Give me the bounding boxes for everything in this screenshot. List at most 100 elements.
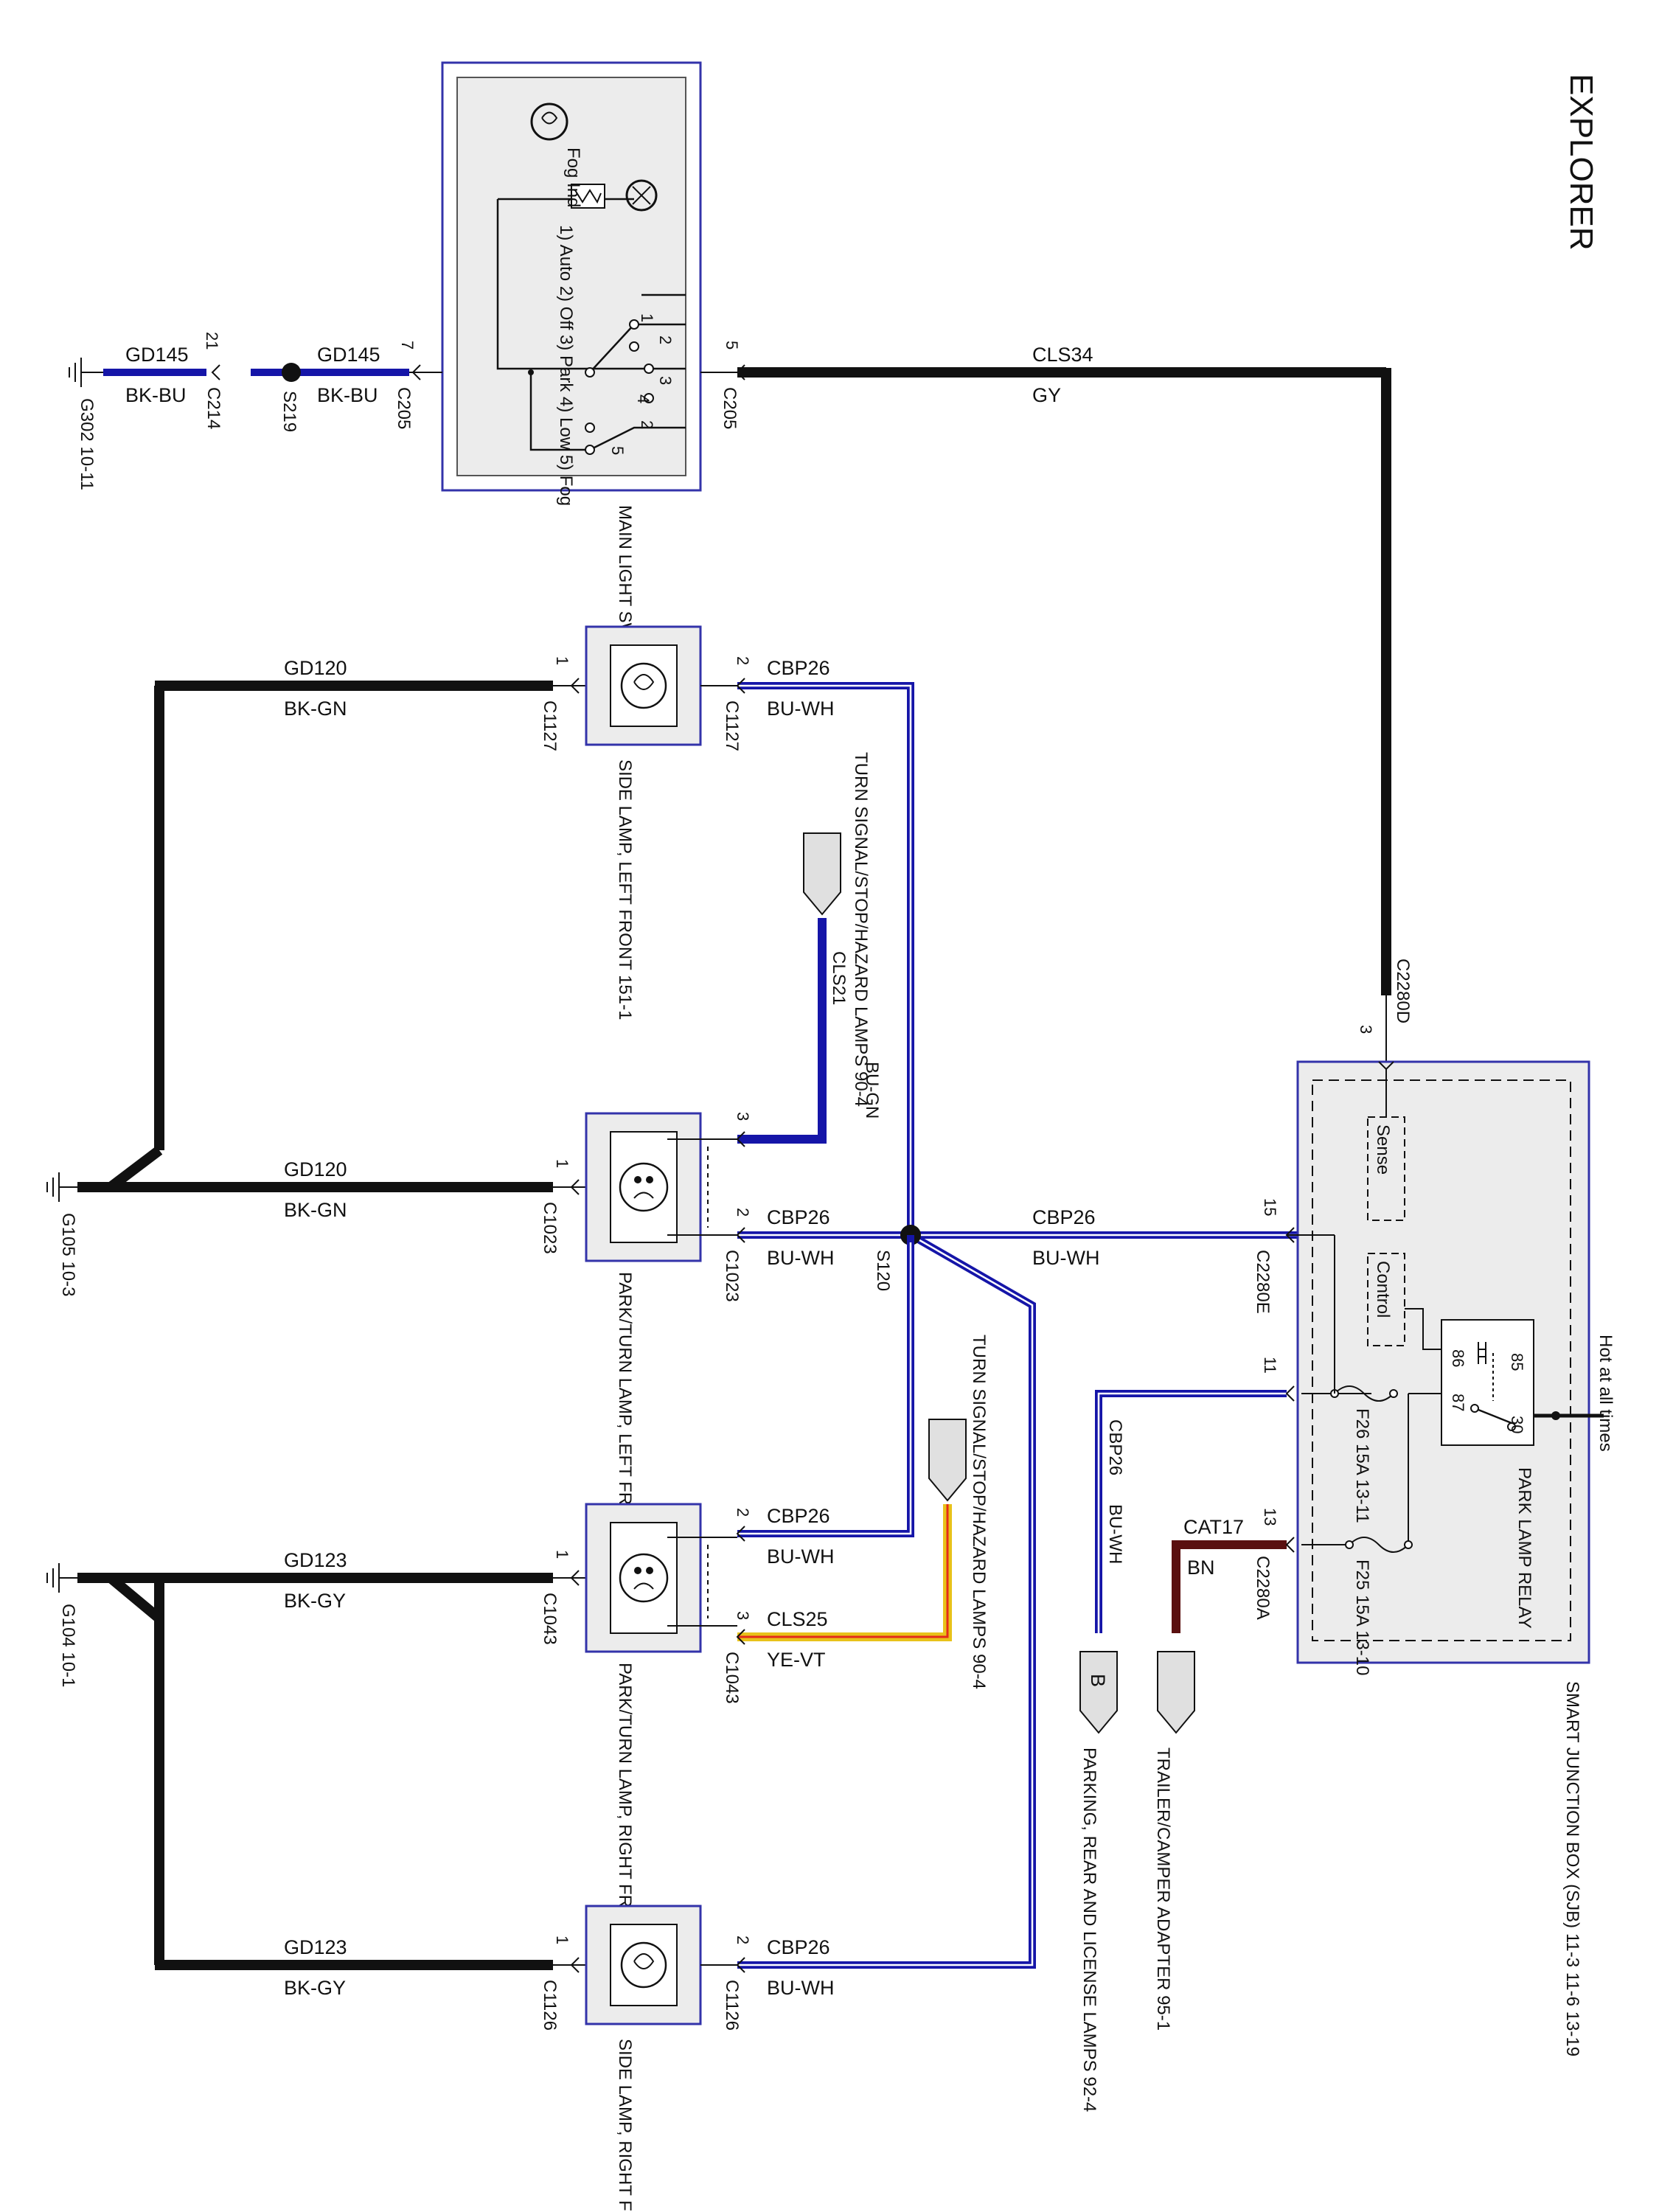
splice-s219 — [282, 363, 301, 382]
c214-pin: 21 — [203, 332, 221, 349]
park-turn-right-gnd-wire: GD123 — [284, 1549, 347, 1571]
top-row-wiring: G302 10-11 GD145 BK-BU 21 C214 S219 GD14… — [69, 332, 1391, 1069]
c205b-label: C205 — [720, 387, 740, 429]
ground-g105-icon — [46, 1172, 77, 1202]
park-turn-right-pin1: 1 — [553, 1550, 571, 1559]
smart-junction-box: Sense Control 85 86 87 30 PARK LAMP RELA… — [1253, 959, 1615, 2056]
trailer-adapter: CAT17 BN TRAILER/CAMPER ADAPTER 95-1 — [1153, 1516, 1287, 2031]
relay-86: 86 — [1449, 1349, 1467, 1367]
parking-rear-color: BU-WH — [1105, 1504, 1125, 1564]
parking-rear-name: PARKING, REAR AND LICENSE LAMPS 92-4 — [1079, 1747, 1099, 2112]
ground-g105-label: G105 10-3 — [58, 1213, 78, 1296]
trailer-color: BN — [1187, 1557, 1215, 1579]
relay-87: 87 — [1449, 1394, 1467, 1411]
side-lamp-left-pin1: 1 — [553, 656, 571, 665]
side-lamp-right-sig-wire: CBP26 — [767, 1936, 830, 1958]
park-turn-right-conn2: C1043 — [722, 1652, 742, 1704]
ground-g302-label: G302 10-11 — [77, 398, 97, 490]
ground-g104-label: G104 10-1 — [58, 1604, 78, 1687]
side-lamp-right-bulb-icon — [620, 1941, 667, 1989]
trailer-name: TRAILER/CAMPER ADAPTER 95-1 — [1153, 1747, 1173, 2031]
park-turn-left-gnd-wire: GD120 — [284, 1158, 347, 1180]
trailer-wire: CAT17 — [1183, 1516, 1244, 1538]
fuse-f25-label: F25 15A 13-10 — [1352, 1559, 1372, 1675]
connector-marks — [211, 364, 1394, 1973]
park-turn-left-pin1: 1 — [553, 1159, 571, 1168]
fuse-f26-label: F26 15A 13-11 — [1352, 1408, 1372, 1523]
c2280d-pin: 3 — [1357, 1025, 1375, 1034]
relay-name: PARK LAMP RELAY — [1514, 1467, 1534, 1629]
turn-signal-top: TURN SIGNAL/STOP/HAZARD LAMPS 90-4 CLS21… — [737, 752, 882, 1144]
side-lamp-left-sig-color: BU-WH — [767, 698, 834, 720]
switch-inner-box — [456, 77, 686, 476]
park-turn-left-conn1: C1023 — [540, 1202, 560, 1254]
c205a-label: C205 — [394, 387, 414, 429]
side-lamp-left-gnd-wire: GD120 — [284, 657, 347, 679]
side-lamp-left-bulb-icon — [620, 662, 667, 709]
park-turn-left-gnd-color: BK-GN — [284, 1199, 347, 1221]
turn-signal-top-color: BU-GN — [862, 1062, 882, 1119]
side-lamp-right-name: SIDE LAMP, RIGHT FRONT 151-1 — [615, 2039, 635, 2212]
sjb-control: Control — [1373, 1261, 1393, 1318]
side-lamp-right-pin2: 2 — [734, 1935, 752, 1944]
side-lamp-right-conn2: C1126 — [722, 1980, 742, 2031]
fog-indicator-icon — [571, 179, 658, 212]
sjb-wire-cbp26: CBP26 — [1032, 1206, 1096, 1228]
park-turn-left-sig-color: BU-WH — [767, 1247, 834, 1269]
switch-contact-2b: 2 — [638, 420, 656, 429]
wire-gd145-left-color: BK-BU — [125, 384, 187, 406]
side-lamp-left-conn1: C1127 — [540, 700, 560, 751]
turn-signal-top-name: TURN SIGNAL/STOP/HAZARD LAMPS 90-4 — [851, 752, 871, 1107]
relay-85: 85 — [1508, 1353, 1526, 1371]
relay-coil-icon — [1470, 1342, 1516, 1431]
turn-signal-top-wire: CLS21 — [829, 951, 849, 1005]
ground-g302-icon — [69, 358, 103, 387]
c214-label: C214 — [204, 387, 223, 429]
c205b-pin: 5 — [723, 341, 741, 349]
side-lamp-left-pin2: 2 — [734, 656, 752, 665]
side-lamp-right: GD123 BK-GY 1 C1126 2 C1126 CBP26 BU-WH … — [155, 1905, 834, 2212]
fuse-f25-icon — [1345, 1537, 1413, 1553]
c2280e-label: C2280E — [1253, 1250, 1273, 1314]
ground-g104-icon — [46, 1563, 77, 1593]
c2280d-label: C2280D — [1393, 959, 1413, 1023]
sjb-sense: Sense — [1373, 1124, 1393, 1175]
diagram-title: EXPLORER — [1563, 74, 1599, 251]
park-turn-left-pin3: 3 — [734, 1112, 752, 1121]
c2280a-label: C2280A — [1253, 1556, 1273, 1620]
sjb-name: SMART JUNCTION BOX (SJB) 11-3 11-6 13-19 — [1562, 1681, 1582, 2056]
wire-gd145-left: GD145 — [125, 344, 189, 366]
side-lamp-right-gnd-wire: GD123 — [284, 1936, 347, 1958]
switch-contact-1: 1 — [638, 313, 656, 322]
wire-cls34: CLS34 — [1032, 344, 1093, 366]
turn-signal-bottom: TURN SIGNAL/STOP/HAZARD LAMPS 90-4 — [737, 1335, 989, 1689]
side-lamp-left-conn2: C1127 — [722, 700, 742, 751]
s219-label: S219 — [279, 391, 299, 432]
park-turn-left-bulb-icon — [619, 1162, 669, 1212]
relay-30: 30 — [1508, 1416, 1526, 1433]
park-turn-right-sig-color: BU-WH — [767, 1545, 834, 1568]
side-lamp-left-sig-wire: CBP26 — [767, 657, 830, 679]
parking-rear-lamps: B CBP26 BU-WH PARKING, REAR AND LICENSE … — [1079, 1390, 1287, 2112]
c205a-pin: 7 — [398, 341, 417, 349]
switch-contact-4: 4 — [634, 394, 653, 403]
side-lamp-right-gnd-color: BK-GY — [284, 1977, 346, 1999]
fuse-f26-icon — [1330, 1385, 1398, 1402]
wire-gd145-mid: GD145 — [317, 344, 380, 366]
park-turn-right-conn1: C1043 — [540, 1593, 560, 1645]
c2280a-pin: 13 — [1261, 1508, 1279, 1526]
dimmer-icon — [530, 102, 568, 141]
park-turn-right-bulb-icon — [619, 1553, 669, 1603]
wire-cls34-color: GY — [1032, 384, 1061, 406]
parking-rear-wire: CBP26 — [1105, 1419, 1125, 1475]
park-turn-right-ts-wire: CLS25 — [767, 1608, 828, 1630]
side-lamp-right-pin1: 1 — [553, 1935, 571, 1944]
park-turn-left-conn2: C1023 — [722, 1250, 742, 1302]
switch-contact-5: 5 — [608, 446, 627, 455]
park-turn-right-ts-color: YE-VT — [767, 1649, 826, 1671]
switch-contact-3: 3 — [656, 376, 675, 385]
park-turn-lamp-right: G104 10-1 GD123 BK-GY 1 C1043 2 3 C1043 … — [46, 1235, 914, 1994]
parking-rear-letter: B — [1087, 1674, 1109, 1687]
sjb-hot: Hot at all times — [1596, 1335, 1615, 1452]
